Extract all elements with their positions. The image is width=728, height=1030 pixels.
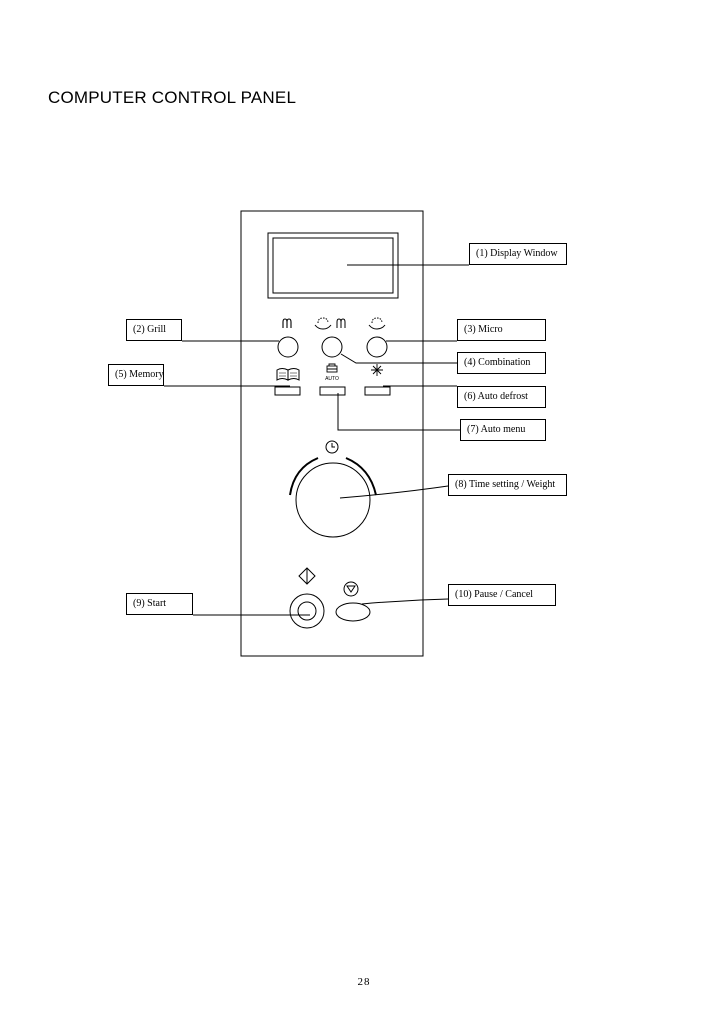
clock-icon <box>325 440 339 454</box>
label-pause-cancel: (10) Pause / Cancel <box>448 584 556 606</box>
pause-cancel-button[interactable] <box>335 602 371 622</box>
label-auto-defrost: (6) Auto defrost <box>457 386 546 408</box>
panel-outline <box>240 210 424 657</box>
label-auto-menu: (7) Auto menu <box>460 419 546 441</box>
label-combination: (4) Combination <box>457 352 546 374</box>
auto-menu-button[interactable] <box>319 386 346 396</box>
label-micro: (3) Micro <box>457 319 546 341</box>
grill-button[interactable] <box>277 336 299 358</box>
grill-icon <box>282 318 292 328</box>
dial-arc-right <box>345 457 377 496</box>
page-title: COMPUTER CONTROL PANEL <box>48 88 297 107</box>
auto-button-text: AUTO <box>325 376 339 382</box>
microwave-icon <box>368 317 386 330</box>
start-button-inner <box>297 601 317 621</box>
page-number: 28 <box>357 976 371 988</box>
start-diamond-icon <box>298 567 316 585</box>
leader-lines <box>164 264 469 616</box>
time-weight-dial[interactable] <box>295 462 371 538</box>
label-time-weight: (8) Time setting / Weight <box>448 474 567 496</box>
label-grill: (2) Grill <box>126 319 182 341</box>
dial-arc-left <box>289 457 319 496</box>
auto-menu-icon <box>326 363 338 373</box>
combination-icon <box>314 317 346 330</box>
label-display-window: (1) Display Window <box>469 243 567 265</box>
memory-button[interactable] <box>274 386 301 396</box>
snowflake-icon <box>371 364 383 376</box>
combination-button[interactable] <box>321 336 343 358</box>
auto-defrost-button[interactable] <box>364 386 391 396</box>
stop-triangle-icon <box>343 581 359 597</box>
micro-button[interactable] <box>366 336 388 358</box>
label-memory: (5) Memory <box>108 364 164 386</box>
label-start: (9) Start <box>126 593 193 615</box>
book-icon <box>276 368 300 381</box>
